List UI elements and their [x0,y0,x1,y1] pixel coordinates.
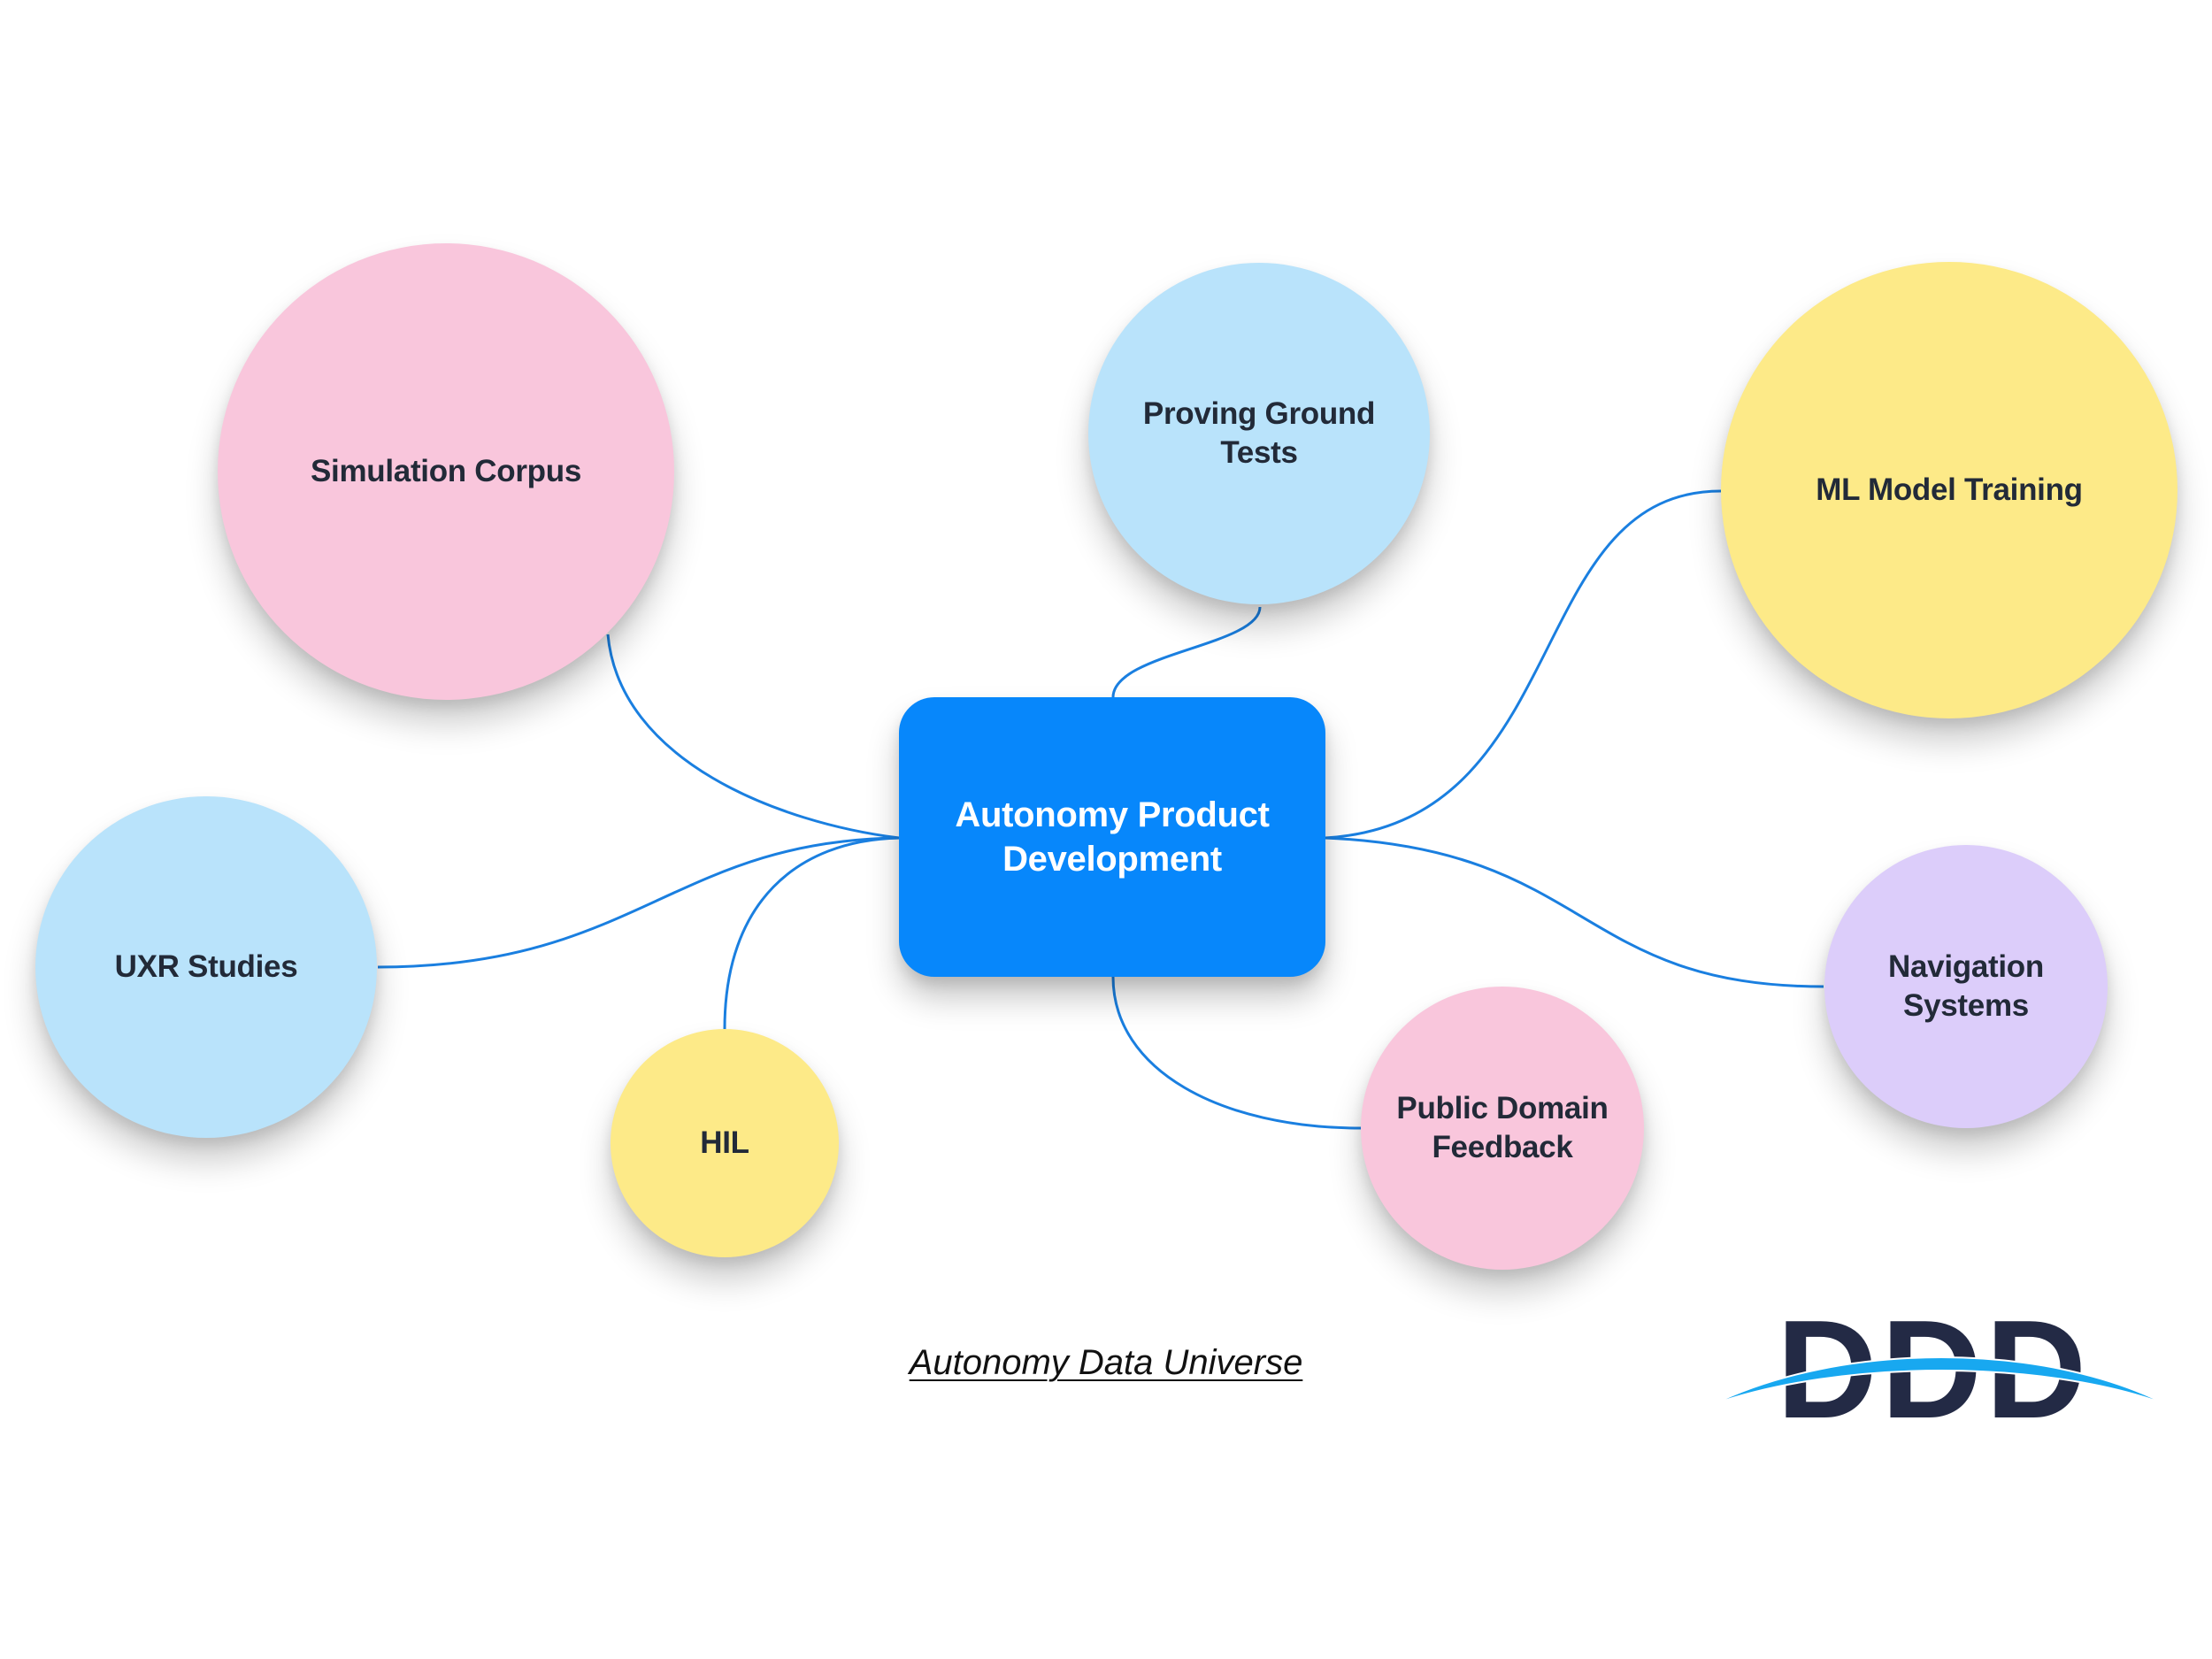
connector-hil [723,836,900,1030]
central-topic-label: Autonomy Product Development [955,795,1270,879]
node-label: Simulation Corpus [310,454,582,488]
node-uxr-studies[interactable]: UXR Studies [35,796,377,1138]
caption-text: Autonomy Data Universe [909,1343,1303,1382]
node-navigation-systems[interactable]: Navigation Systems [1824,845,2108,1128]
connector-uxr-studies [377,836,900,969]
node-label: ML Model Training [1816,472,2083,507]
logo-arc [1710,1356,2169,1406]
node-public-domain-feedback[interactable]: Public Domain Feedback [1361,987,1644,1270]
node-hil[interactable]: HIL [611,1029,839,1257]
node-label: UXR Studies [114,949,298,984]
connector-simulation-corpus [606,634,900,840]
node-simulation-corpus[interactable]: Simulation Corpus [218,243,674,700]
node-label: Proving Ground Tests [1142,396,1376,470]
connector-public-domain-feedback [1111,976,1362,1130]
node-label: HIL [700,1125,749,1160]
connector-navigation-systems [1325,836,1824,988]
connector-proving-ground-tests [1111,606,1262,698]
ddd-logo: DDD [1710,1301,2169,1433]
node-ml-model-training[interactable]: ML Model Training [1721,262,2177,718]
node-label: Public Domain Feedback [1396,1091,1609,1164]
diagram-caption: Autonomy Data Universe [796,1343,1416,1383]
node-proving-ground-tests[interactable]: Proving Ground Tests [1088,263,1430,604]
central-topic-node[interactable]: Autonomy Product Development [899,697,1325,977]
connector-ml-model-training [1325,489,1722,840]
node-label: Navigation Systems [1888,949,2044,1023]
